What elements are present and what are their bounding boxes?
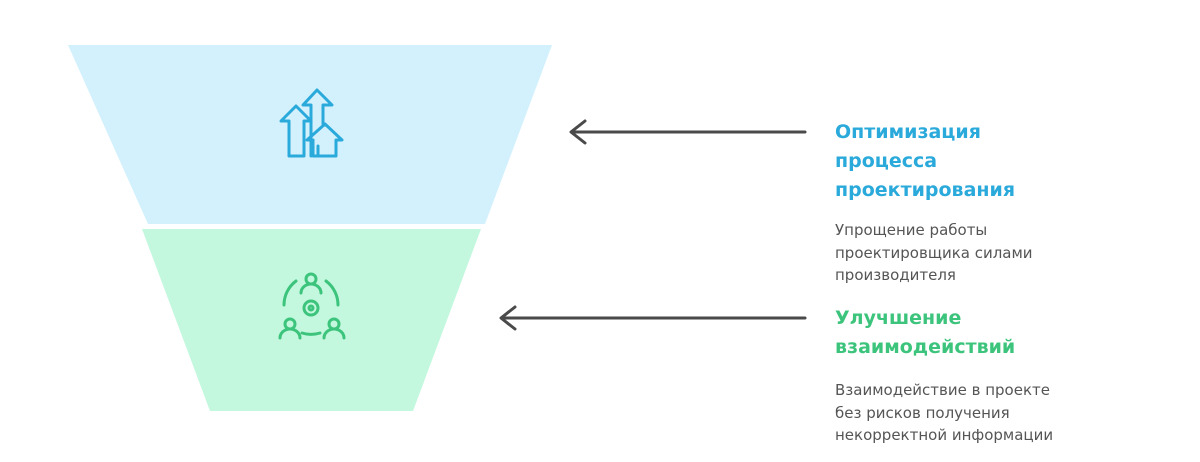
growth-arrows-icon [279, 88, 344, 158]
stage-1-title: Оптимизация процесса проектирования [835, 121, 1016, 201]
stage-1-description: Упрощение работы проектировщика силами п… [835, 221, 1033, 284]
funnel-stage-bottom [142, 229, 481, 411]
stage-2-description: Взаимодействие в проекте без рисков полу… [835, 381, 1054, 444]
arrow-stage-1 [569, 119, 807, 145]
stage-2-title: Улучшение взаимодействий [835, 307, 1016, 358]
team-collaboration-icon [278, 272, 346, 340]
arrow-stage-2 [499, 305, 807, 331]
